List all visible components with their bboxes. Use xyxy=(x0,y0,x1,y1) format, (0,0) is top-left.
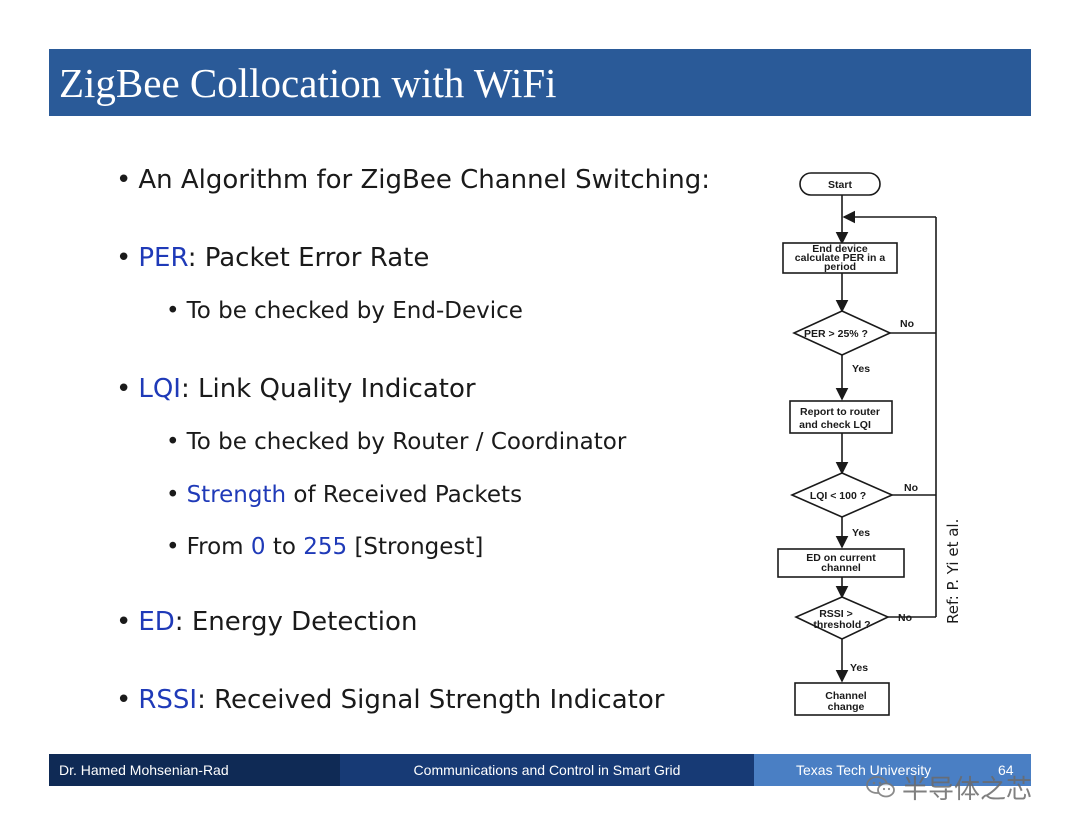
channel-switching-flowchart: Start End device calculate PER in a peri… xyxy=(777,172,937,716)
start-label: Start xyxy=(828,179,852,191)
slide-title: ZigBee Collocation with WiFi xyxy=(59,60,557,106)
step-calc-per xyxy=(782,242,898,274)
watermark: 半导体之芯 xyxy=(866,769,1032,806)
footer-bar: Dr. Hamed Mohsenian-Rad Communications a… xyxy=(49,754,1031,786)
sub-bullet-range: •From 0 to 255 [Strongest] xyxy=(166,536,483,559)
step-ed-channel xyxy=(777,548,905,578)
footer-author-text: Dr. Hamed Mohsenian-Rad xyxy=(59,762,229,778)
bullet-text: to xyxy=(265,534,304,560)
bullet-algorithm: •An Algorithm for ZigBee Channel Switchi… xyxy=(116,167,710,193)
range-min: 0 xyxy=(250,534,266,560)
step1-line2: calculate PER in a xyxy=(795,252,886,264)
footer-course-text: Communications and Control in Smart Grid xyxy=(413,762,681,778)
step2-line2: and check LQI xyxy=(799,419,871,431)
bullet-text: An Algorithm for ZigBee Channel Switchin… xyxy=(138,165,711,195)
decision3-line1: RSSI > xyxy=(819,608,853,620)
sub-bullet-lqi-check: •To be checked by Router / Coordinator xyxy=(166,431,626,454)
term-lqi: LQI xyxy=(138,374,181,404)
decision2-label: LQI < 100 ? xyxy=(810,490,866,502)
sub-bullet-strength: •Strength of Received Packets xyxy=(166,484,522,507)
wechat-icon xyxy=(866,775,896,806)
step3-line1: ED on current xyxy=(806,552,876,564)
start-terminal xyxy=(799,172,881,196)
bullet-dot: • xyxy=(116,607,132,637)
step3-line2: channel xyxy=(821,562,861,574)
decision1-label: PER > 25% ? xyxy=(804,328,868,340)
bullet-lqi: •LQI: Link Quality Indicator xyxy=(116,376,476,402)
yes-label-3: Yes xyxy=(850,662,868,674)
no-label-1: No xyxy=(900,318,914,330)
bullet-text: : Packet Error Rate xyxy=(187,243,430,273)
term-strength: Strength xyxy=(186,482,287,508)
bullet-text: : Link Quality Indicator xyxy=(180,374,476,404)
footer-author: Dr. Hamed Mohsenian-Rad xyxy=(49,754,340,786)
no-label-2: No xyxy=(904,482,918,494)
page-number: 64 xyxy=(998,762,1014,778)
bullet-dot: • xyxy=(116,165,132,195)
bullet-text: [Strongest] xyxy=(347,534,484,560)
step1-line3: period xyxy=(824,261,856,273)
end-line2: change xyxy=(828,701,865,713)
bullet-rssi: •RSSI: Received Signal Strength Indicato… xyxy=(116,687,664,713)
no-label-3: No xyxy=(898,612,912,624)
footer-university: Texas Tech University 64 xyxy=(754,754,1031,786)
footer-course: Communications and Control in Smart Grid xyxy=(340,754,754,786)
bullet-text: To be checked by Router / Coordinator xyxy=(186,429,627,455)
bullet-dot: • xyxy=(166,482,180,508)
decision3-line2: threshold ? xyxy=(813,619,870,631)
watermark-text: 半导体之芯 xyxy=(902,775,1033,805)
title-bar: ZigBee Collocation with WiFi xyxy=(49,49,1031,116)
bullet-text: : Received Signal Strength Indicator xyxy=(197,685,665,715)
footer-university-text: Texas Tech University xyxy=(796,762,932,778)
bullet-dot: • xyxy=(116,243,132,273)
bullet-dot: • xyxy=(166,534,180,560)
bullet-text: of Received Packets xyxy=(286,482,523,508)
bullet-text: : Energy Detection xyxy=(174,607,418,637)
step2-line1: Report to router xyxy=(800,406,880,418)
bullet-dot: • xyxy=(116,374,132,404)
step-channel-change xyxy=(794,682,890,716)
bullet-text: From xyxy=(186,534,251,560)
step1-line1: End device xyxy=(812,243,868,255)
bullet-dot: • xyxy=(166,429,180,455)
yes-label-1: Yes xyxy=(852,363,870,375)
yes-label-2: Yes xyxy=(852,527,870,539)
term-ed: ED xyxy=(138,607,175,637)
bullet-dot: • xyxy=(116,685,132,715)
bullet-ed: •ED: Energy Detection xyxy=(116,609,417,635)
bullet-text: To be checked by End-Device xyxy=(186,298,523,324)
bullet-per: •PER: Packet Error Rate xyxy=(116,245,429,271)
range-max: 255 xyxy=(303,534,348,560)
end-line1: Channel xyxy=(825,690,867,702)
term-rssi: RSSI xyxy=(138,685,198,715)
reference-note: Ref: P. Yi et al. xyxy=(944,518,962,624)
sub-bullet-per-check: •To be checked by End-Device xyxy=(166,300,523,323)
step-report-router xyxy=(789,400,893,434)
bullet-dot: • xyxy=(166,298,180,324)
term-per: PER xyxy=(138,243,188,273)
